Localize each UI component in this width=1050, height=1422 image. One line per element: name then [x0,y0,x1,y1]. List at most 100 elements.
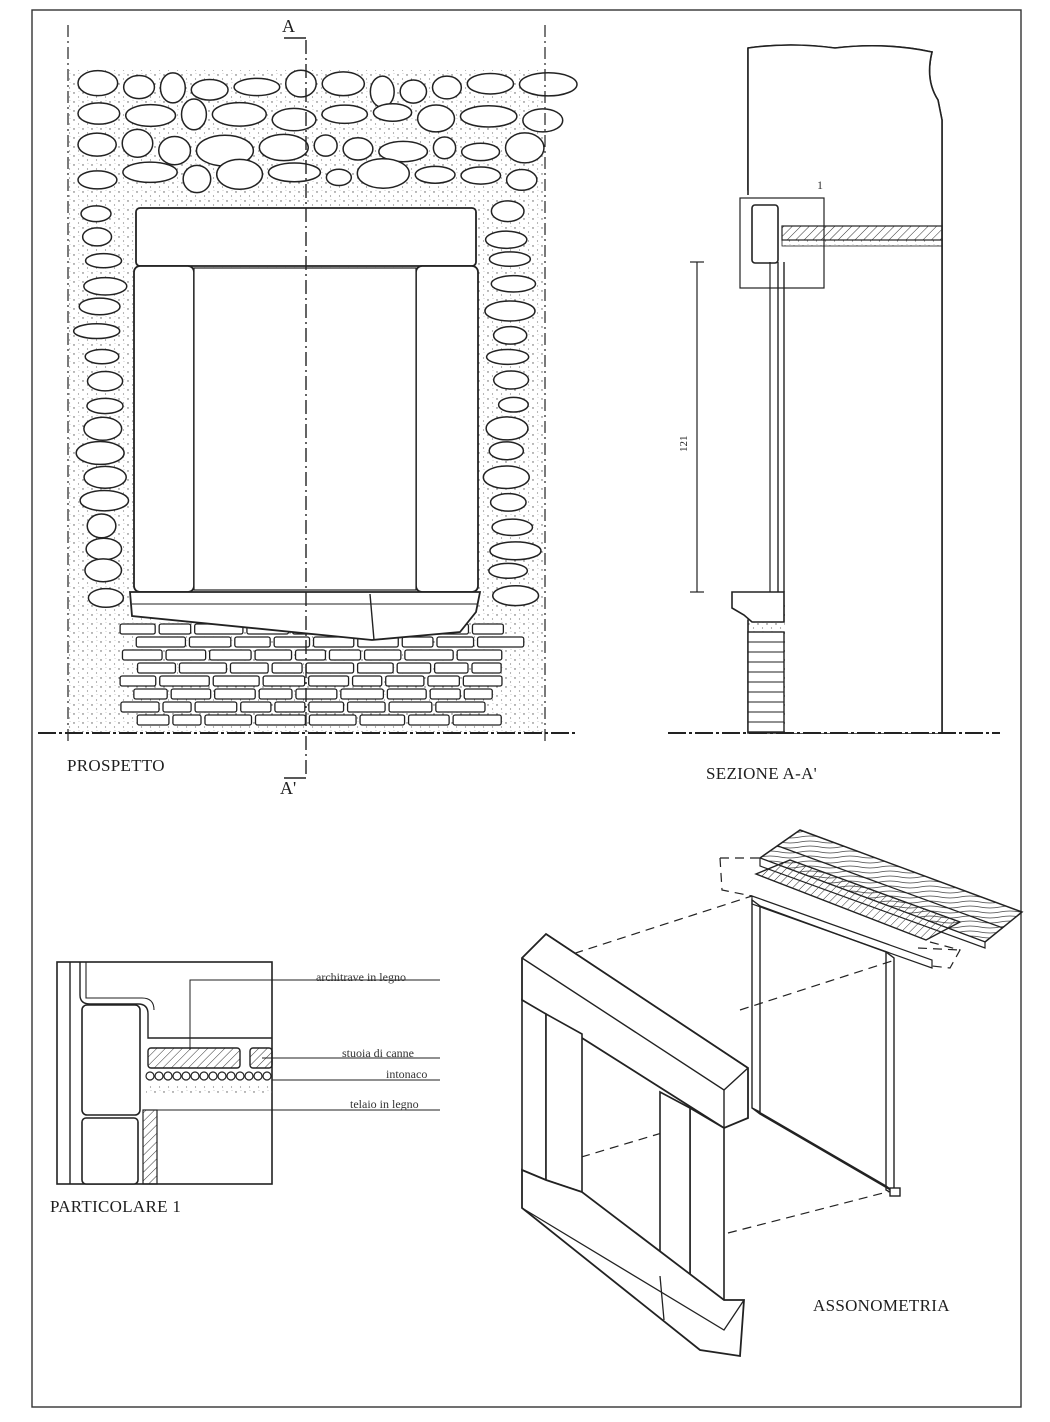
brick [271,662,303,674]
stone [505,168,538,192]
brick [119,623,156,635]
stone [86,397,124,415]
label-prospetto: PROSPETTO [67,756,165,775]
brick [396,662,432,674]
section-marker-a: A [282,16,295,36]
stone [491,584,540,607]
stone [258,133,309,162]
stone [124,103,177,128]
brick [159,675,210,687]
reed [172,1071,182,1081]
brick [305,662,355,674]
stone [271,107,317,132]
stone [432,136,457,160]
brick [476,636,525,648]
brick [308,714,357,726]
stone [482,465,530,490]
brick [359,714,406,726]
stone [321,104,369,125]
stone [157,135,192,166]
stone [488,441,525,461]
brick [209,649,252,661]
brick [162,701,192,713]
brick [274,701,306,713]
brick [346,701,386,713]
brick [262,675,306,687]
callout-telaio: telaio in legno [350,1097,419,1111]
stone [215,158,264,191]
stone [86,513,117,539]
brick [308,675,350,687]
brick [351,675,383,687]
particolare-detail [56,961,440,1185]
stone [77,132,117,157]
dimension-label: 121 [678,435,690,453]
brick [294,649,327,661]
brick [433,662,469,674]
reed [190,1071,200,1081]
stone [190,78,229,101]
brick [135,636,187,648]
label-particolare: PARTICOLARE 1 [50,1197,182,1216]
brick [121,649,163,661]
right-jamb [415,265,479,593]
stone [267,162,322,183]
stone [122,74,156,100]
brick [386,688,427,700]
stone [488,251,532,268]
reed [154,1071,164,1081]
brick [178,662,228,674]
stone [488,562,529,579]
brick [471,623,505,635]
detail-marker: 1 [817,178,823,192]
stone [284,69,317,98]
stone [84,252,123,269]
stone [86,370,124,392]
brick [254,714,307,726]
stone [83,276,128,296]
brick [385,675,425,687]
left-jamb [133,265,195,593]
stone [369,75,395,108]
stone [378,140,429,163]
stone [414,165,456,184]
stone [416,104,456,133]
brick [340,688,385,700]
stone [182,164,212,194]
stone [75,440,125,466]
brick [229,662,269,674]
brick [172,714,202,726]
reed [181,1071,191,1081]
stone [83,416,123,442]
reed [253,1071,263,1081]
stone [522,108,564,133]
stone [77,69,119,97]
brick [427,675,460,687]
brick [170,688,212,700]
label-sezione: SEZIONE A-A' [706,764,818,783]
brick [204,714,253,726]
brick [165,649,207,661]
brick [119,675,157,687]
brick [136,714,170,726]
stone [484,230,528,250]
stone [399,79,428,104]
brick [456,649,503,661]
stone [491,518,534,537]
rubble-stones [72,69,578,609]
brick [401,636,434,648]
reed [217,1071,227,1081]
stone [233,77,281,97]
brick [407,714,450,726]
stone [485,416,529,441]
stone [504,132,545,164]
stone [81,227,113,247]
brick [234,636,271,648]
brick [452,714,502,726]
brick [295,688,338,700]
brick [273,636,311,648]
brick [471,662,502,674]
stone [121,128,154,159]
